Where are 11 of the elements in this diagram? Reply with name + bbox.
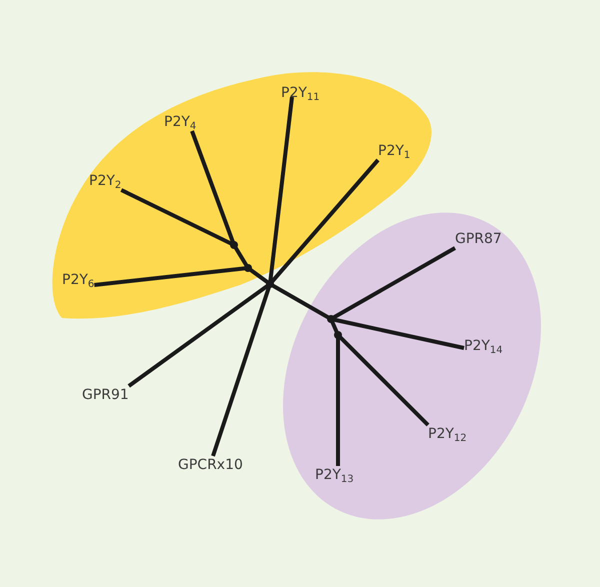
leaf-label: GPCRx10 [178,456,243,474]
leaf-label: P2Y$_{12}$ [428,425,467,443]
leaf-label: P2Y$_{4}$ [164,113,196,131]
leaf-label: P2Y$_{13}$ [315,466,354,484]
leaf-label: P2Y$_{11}$ [281,84,320,102]
leaf-label: GPR87 [455,230,502,248]
leaf-label: P2Y$_{2}$ [89,172,122,190]
leaf-label: P2Y$_{6}$ [62,271,94,289]
leaf-label: P2Y$_{1}$ [378,142,410,160]
leaf-label: GPR91 [82,386,129,404]
leaf-label: P2Y$_{14}$ [464,337,503,355]
